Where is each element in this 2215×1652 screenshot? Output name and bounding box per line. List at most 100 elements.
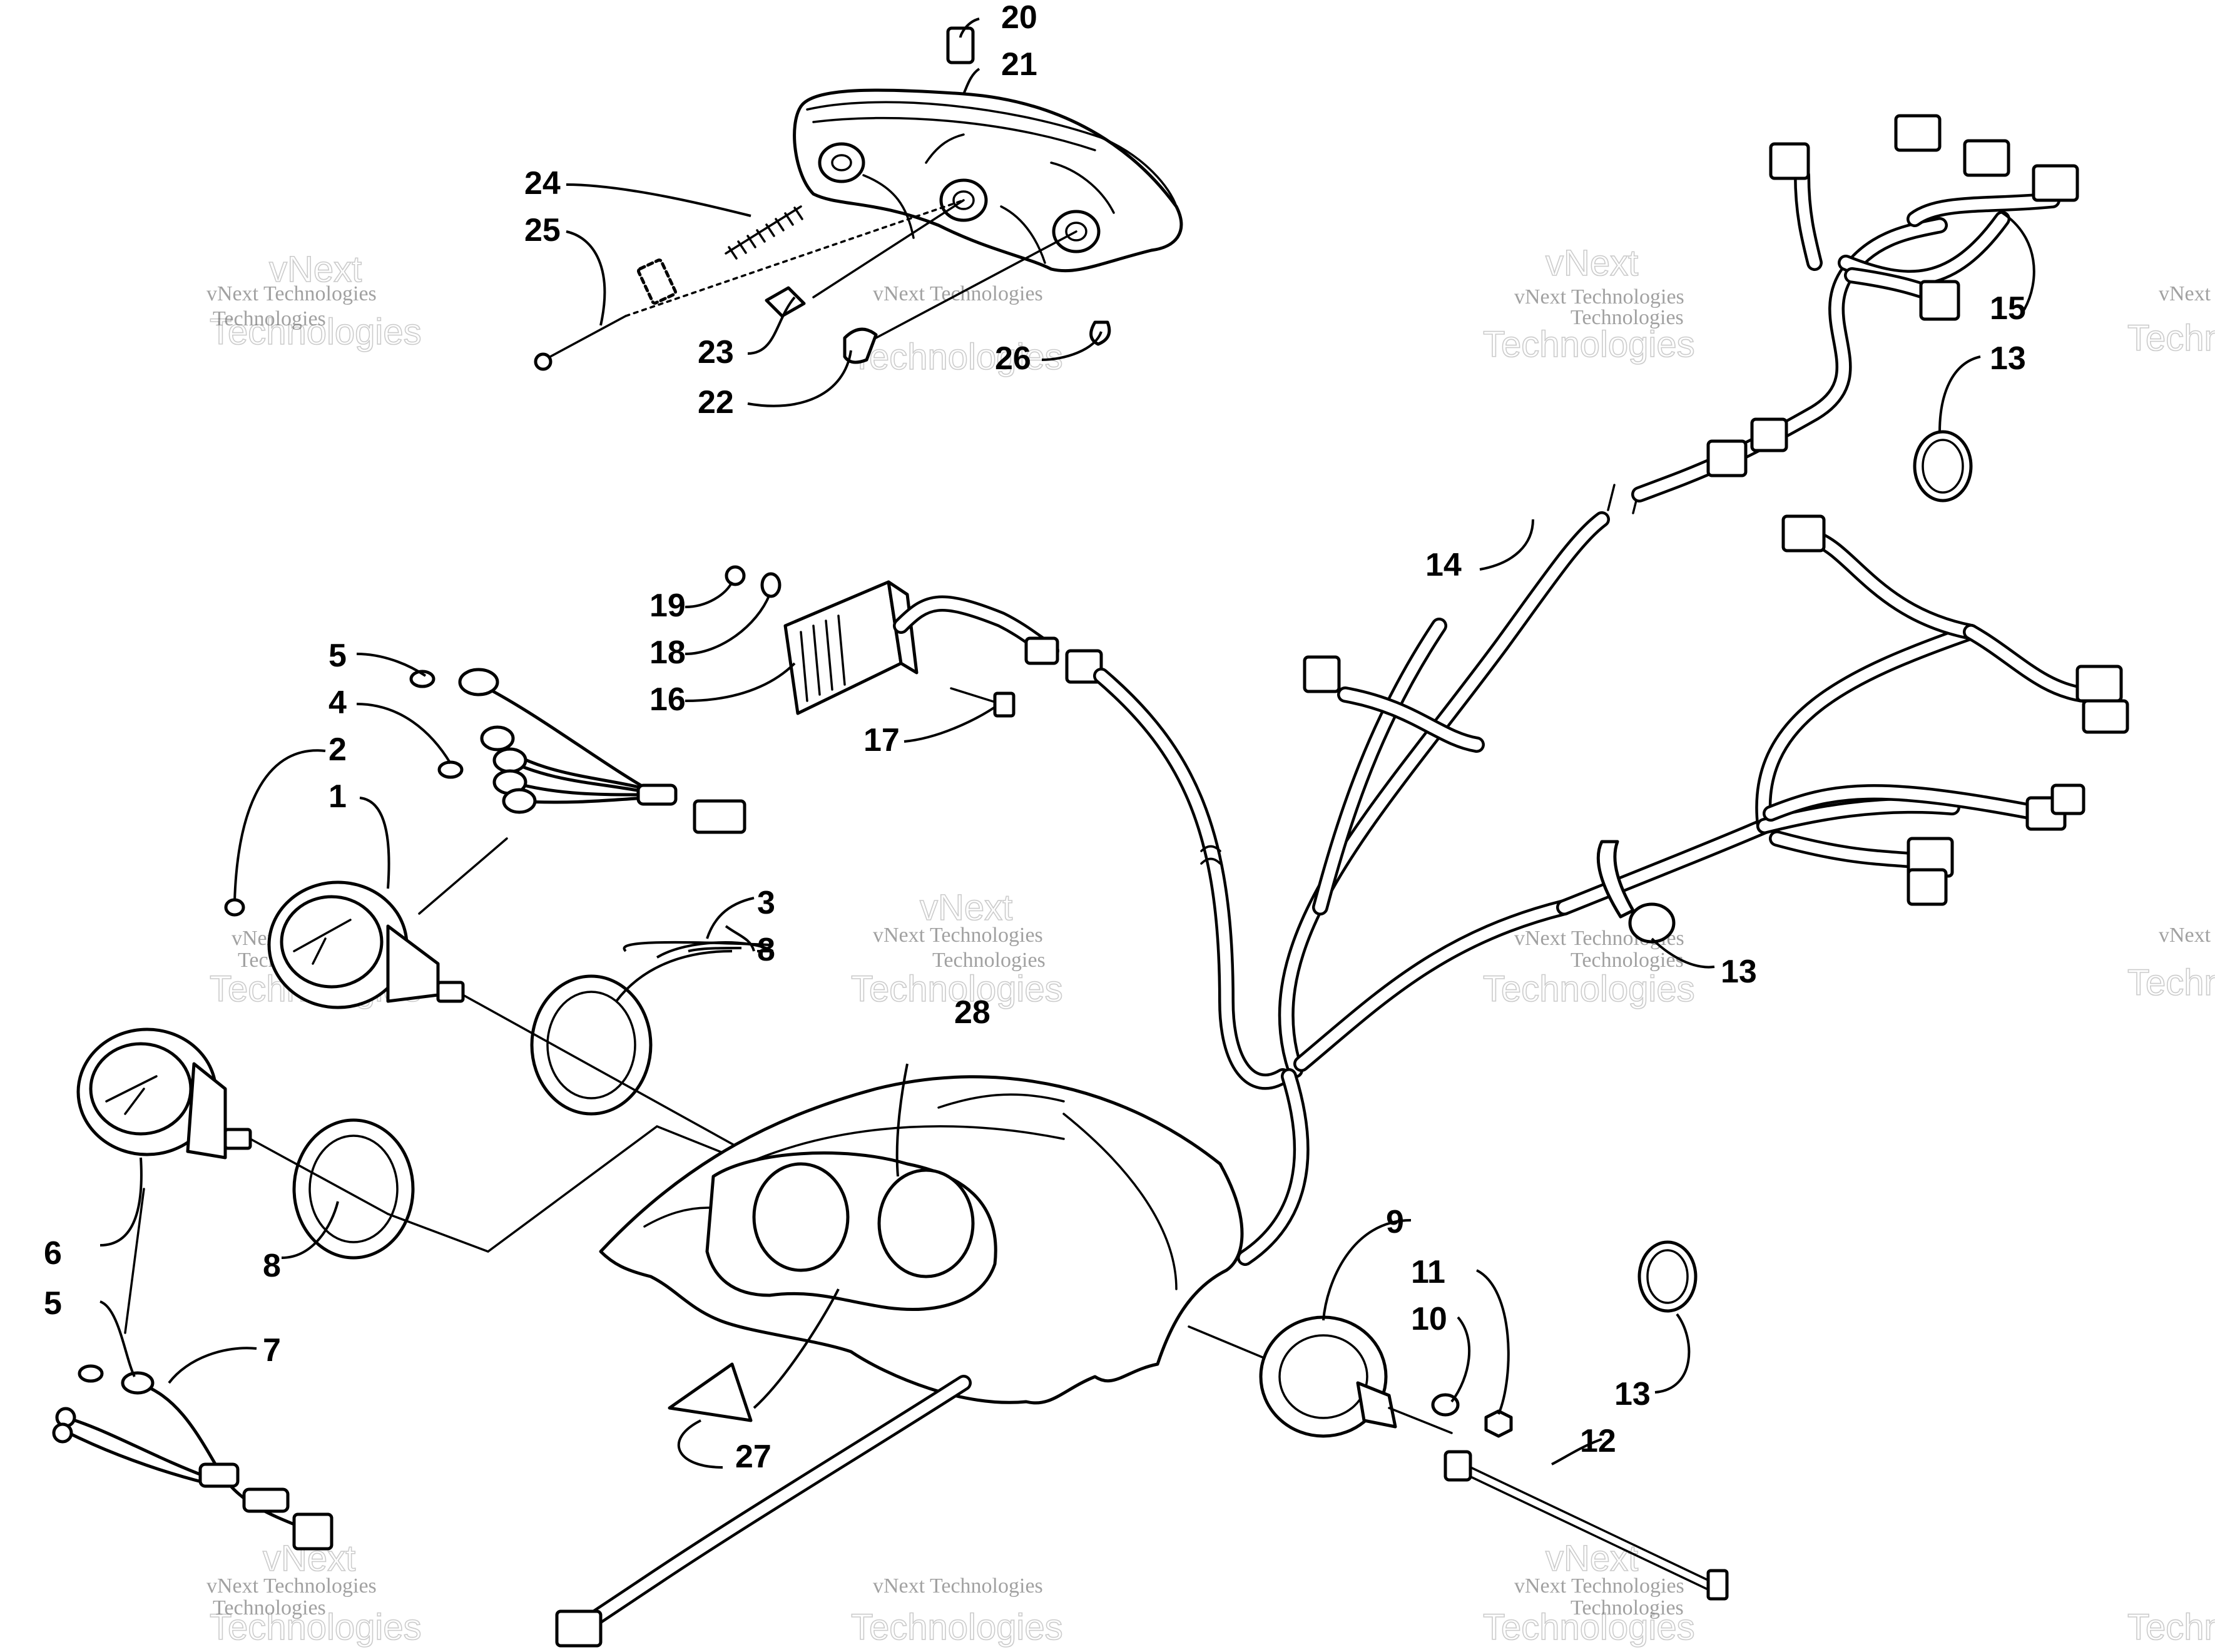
watermark-small: vNext Technologies xyxy=(2159,924,2215,947)
bulb xyxy=(765,286,806,318)
gauge-wire-harness xyxy=(224,668,746,917)
callout-9: 9 xyxy=(1386,1204,1404,1240)
watermark-large: vNext xyxy=(269,249,362,290)
callout-4: 4 xyxy=(328,685,347,721)
connector xyxy=(1024,636,1059,665)
nut xyxy=(1484,1409,1513,1438)
callout-11: 11 xyxy=(1411,1254,1445,1290)
callout-18: 18 xyxy=(649,635,686,671)
watermark-small: vNext Technologies xyxy=(873,1574,1043,1598)
adjuster-spring xyxy=(725,205,803,260)
watermark-large: vNext xyxy=(1545,1538,1638,1579)
callout-13c: 13 xyxy=(1614,1376,1651,1412)
watermark-small: vNext Technologies xyxy=(206,282,377,305)
watermark-layer: Technologies vNext vNext Technologies Te… xyxy=(206,242,2215,1648)
connector xyxy=(693,799,746,834)
connector xyxy=(292,1512,334,1551)
watermark-large: Technologies xyxy=(851,337,1063,377)
cable-ties xyxy=(1596,430,1973,1313)
watermark-small: Technologies xyxy=(213,307,326,330)
callout-16: 16 xyxy=(649,681,686,718)
watermark-large: vNext xyxy=(1545,243,1638,283)
watermark-small: Technologies xyxy=(1571,949,1684,972)
watermark-small: vNext Technologies xyxy=(2159,282,2215,305)
watermark-large: Technologies xyxy=(1483,969,1695,1009)
watermark-small: vNext Technologies xyxy=(1514,1574,1684,1598)
watermark-small: Technologies xyxy=(213,1596,326,1619)
connector xyxy=(2082,699,2129,734)
connector xyxy=(1303,655,1341,693)
connector xyxy=(2050,783,2085,815)
callout-17: 17 xyxy=(863,722,900,758)
callout-5b: 5 xyxy=(44,1285,62,1322)
watermark-large: Technologies xyxy=(851,1607,1063,1648)
headlight-clip xyxy=(946,26,975,64)
gauge-wire-harness xyxy=(52,1364,334,1551)
connector xyxy=(1919,280,1960,321)
headlight-bulb-socket xyxy=(818,142,865,183)
watermark-small: vNext Technologies xyxy=(873,924,1043,947)
speedometer-drive xyxy=(1188,1315,1729,1601)
gauge-bezel xyxy=(292,1118,415,1260)
callout-2: 2 xyxy=(328,732,347,768)
speedometer-gauge xyxy=(76,1027,252,1160)
callout-25: 25 xyxy=(524,212,561,248)
callout-12: 12 xyxy=(1580,1423,1616,1459)
callout-3: 3 xyxy=(757,885,775,921)
bolt xyxy=(950,687,1016,718)
callout-6: 6 xyxy=(44,1235,62,1272)
watermark-large: Technologies xyxy=(2127,318,2215,359)
callout-1: 1 xyxy=(328,778,347,815)
gauge-bezel xyxy=(530,974,653,1116)
watermark-small: vNext Technologies xyxy=(206,1574,377,1598)
callout-23: 23 xyxy=(698,334,734,370)
watermark-large: Technologies xyxy=(1483,1607,1695,1648)
callout-8: 8 xyxy=(757,932,775,968)
gauge-opening xyxy=(752,1162,850,1272)
connector xyxy=(1065,649,1103,684)
watermark-large: vNext xyxy=(920,887,1012,928)
speedometer-cable xyxy=(1444,1450,1729,1601)
connector xyxy=(1963,139,2010,177)
connector xyxy=(1750,417,1788,452)
callout-13: 13 xyxy=(1990,340,2026,377)
watermark-large: Technologies xyxy=(210,312,422,352)
dash-panel xyxy=(599,1075,1244,1422)
voltage-regulator xyxy=(725,565,1103,718)
watermark-small: vNext Technologies xyxy=(1514,285,1684,308)
cable-tie xyxy=(1628,902,1676,944)
watermark-large: Technologies xyxy=(2127,1607,2215,1648)
callout-13b: 13 xyxy=(1721,954,1757,990)
leader-lines xyxy=(99,18,2035,1469)
connector xyxy=(1769,142,1810,180)
callout-27: 27 xyxy=(735,1439,771,1475)
watermark-large: Technologies xyxy=(851,969,1063,1009)
callout-19: 19 xyxy=(649,588,686,624)
connector xyxy=(1907,868,1948,906)
callout-22: 22 xyxy=(698,384,734,421)
callout-21: 21 xyxy=(1001,46,1037,83)
callout-20: 20 xyxy=(1001,0,1037,36)
watermark-small: Technologies xyxy=(1571,306,1684,329)
watermark-large: Technologies xyxy=(2127,962,2215,1003)
watermark-small: Technologies xyxy=(932,949,1046,972)
main-wiring-harness xyxy=(1093,114,2129,1266)
watermark-large: Technologies xyxy=(1483,324,1695,365)
washer xyxy=(760,572,782,598)
connector xyxy=(2032,164,2079,202)
connector xyxy=(555,1609,603,1648)
callout-5: 5 xyxy=(328,638,347,674)
callout-24: 24 xyxy=(524,165,561,201)
adjuster-screw xyxy=(534,258,677,371)
callout-15: 15 xyxy=(1990,290,2026,327)
gauge-opening xyxy=(877,1168,975,1278)
watermark-large: Technologies xyxy=(210,1607,422,1648)
callout-labels: 20 21 24 25 23 22 2 6 15 13 1 4 19 18 16 1… xyxy=(44,0,2026,1475)
headlight-assembly xyxy=(534,26,1183,371)
callout-28: 28 xyxy=(954,994,990,1031)
connector xyxy=(1894,114,1942,152)
callout-10: 10 xyxy=(1411,1301,1447,1337)
callout-7: 7 xyxy=(263,1332,281,1369)
watermark-small: Technologies xyxy=(1571,1596,1684,1619)
